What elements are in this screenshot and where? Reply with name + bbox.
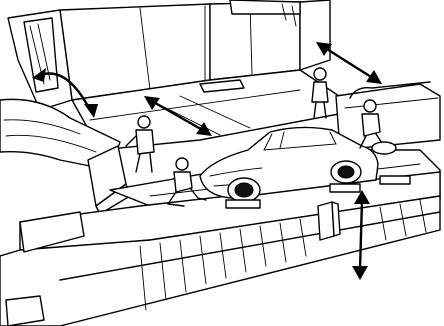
car-wheel-rear [331, 161, 361, 183]
arrow-top-right-diagonal [316, 42, 382, 84]
lift-post [318, 202, 340, 240]
car-wheel-front [228, 178, 260, 202]
left-pillar [8, 10, 72, 110]
